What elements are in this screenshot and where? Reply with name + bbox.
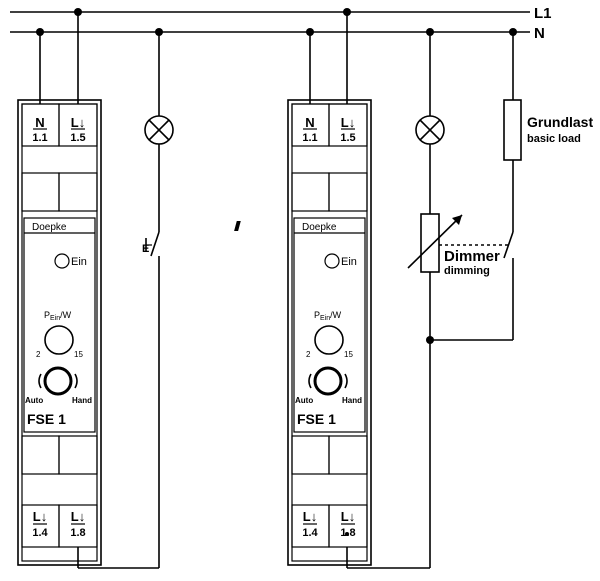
device-2-terminal-1-1: 1.1 — [302, 132, 317, 144]
device-2-terminal-1-4: 1.4 — [302, 527, 318, 539]
device-2-brand: Doepke — [302, 222, 337, 233]
device-1-led-indicator — [54, 253, 70, 269]
device-1-terminal-l-bottom-left-label: L↓ — [33, 509, 47, 524]
junction-node — [36, 28, 44, 36]
device-1-terminal-l-top-label: L↓ — [71, 115, 85, 130]
device-1-terminal-n-label: N — [35, 115, 44, 130]
device-1-knob-min: 2 — [36, 350, 41, 359]
junction-node — [426, 28, 434, 36]
lamp-1-icon — [144, 115, 174, 145]
dimmer-title: Dimmer — [444, 248, 500, 265]
junction-node — [426, 336, 434, 344]
device-2-terminal-l-top-label: L↓ — [341, 115, 355, 130]
basic-load-subtitle: basic load — [527, 133, 581, 145]
device-2-led-indicator — [324, 253, 340, 269]
n-label: N — [534, 25, 545, 42]
device-1-terminal-1-1: 1.1 — [32, 132, 47, 144]
device-1-mode-selector[interactable] — [43, 366, 73, 396]
junction-node — [343, 8, 351, 16]
junction-node — [74, 8, 82, 16]
device-1-led-label: Ein — [71, 256, 87, 268]
device-2-terminal-n-label: N — [305, 115, 314, 130]
device-2-mode-selector[interactable] — [313, 366, 343, 396]
svg-text:PEin/W: PEin/W — [44, 310, 72, 322]
device-1-terminal-1-8: 1.8 — [70, 527, 85, 539]
junction-node — [306, 28, 314, 36]
device-2-power-knob[interactable] — [314, 325, 344, 355]
device-1: N 1.1 L↓ 1.5 Doepke Ein PEin/W 2 15 Auto… — [17, 99, 102, 566]
basic-load-resistor-icon — [503, 99, 522, 161]
device-2-knob-label-p: P — [314, 310, 320, 320]
device-2-terminal-l-bottom-left-label: L↓ — [303, 509, 317, 524]
device-1-model: FSE 1 — [27, 411, 66, 427]
svg-text:PEin/W: PEin/W — [314, 310, 342, 322]
device-1-terminal-1-4: 1.4 — [32, 527, 48, 539]
device-1-knob-label-p: P — [44, 310, 50, 320]
device-2-knob-label-unit: /W — [330, 310, 342, 320]
device-2: N 1.1 L↓ 1.5 Doepke Ein PEin/W 2 15 Auto… — [234, 99, 372, 566]
device-2-mode-hand: Hand — [342, 396, 362, 405]
device-2-mode-auto: Auto — [295, 396, 313, 405]
push-button-switch-icon — [145, 231, 160, 257]
device-2-knob-label-sub: Ein — [320, 315, 330, 322]
basic-load-title: Grundlast — [527, 114, 593, 130]
dimmer-subtitle: dimming — [444, 265, 490, 277]
device-2-terminal-1-5: 1.5 — [340, 132, 355, 144]
device-1-terminal-l-bottom-right-label: L↓ — [71, 509, 85, 524]
device-2-knob-min: 2 — [306, 350, 311, 359]
l1-label: L1 — [534, 5, 552, 22]
device-2-knob-max: 15 — [344, 350, 353, 359]
junction-node — [345, 532, 349, 536]
lamp-2-icon — [415, 115, 445, 145]
device-1-knob-max: 15 — [74, 350, 83, 359]
device-2-terminal-l-bottom-right-label: L↓ — [341, 509, 355, 524]
device-2-model: FSE 1 — [297, 411, 336, 427]
load-switch-icon — [503, 231, 514, 259]
device-1-mode-hand: Hand — [72, 396, 92, 405]
device-1-brand: Doepke — [32, 222, 67, 233]
device-1-knob-label-sub: Ein — [50, 315, 60, 322]
junction-node — [155, 28, 163, 36]
device-1-knob-label-unit: /W — [60, 310, 72, 320]
device-2-led-label: Ein — [341, 256, 357, 268]
junction-node — [509, 28, 517, 36]
device-1-terminal-1-5: 1.5 — [70, 132, 85, 144]
switch-label: E — [142, 243, 149, 255]
device-1-power-knob[interactable] — [44, 325, 74, 355]
device-1-mode-auto: Auto — [25, 396, 43, 405]
